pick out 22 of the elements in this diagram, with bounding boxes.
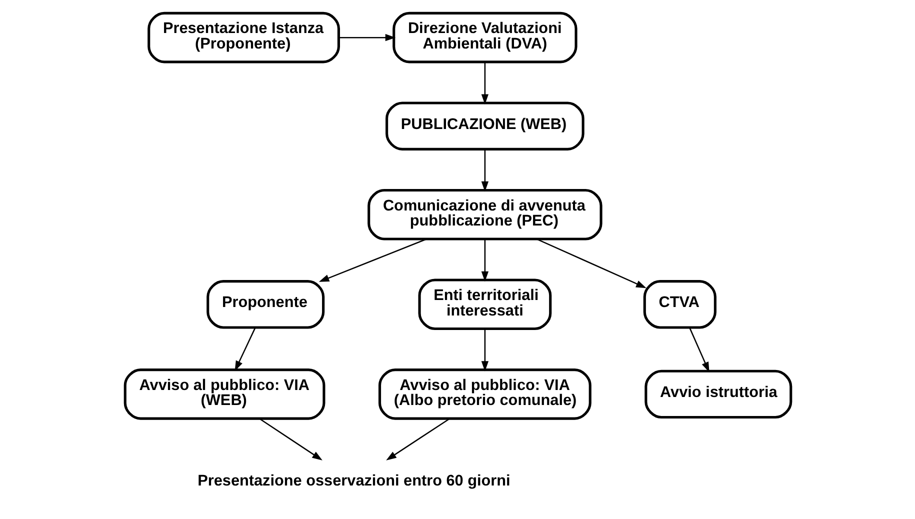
arrow: [386, 418, 450, 460]
node-box: CTVA: [642, 280, 716, 329]
node-box: Avviso al pubblico: VIA (Albo pretorio comunale): [378, 368, 591, 420]
node-box: Avvio istruttoria: [644, 370, 792, 419]
arrow: [480, 150, 488, 192]
arrow: [318, 238, 426, 282]
node-box: Avviso al pubblico: VIA (WEB): [123, 368, 325, 420]
arrow: [234, 327, 256, 372]
arrow: [480, 62, 488, 104]
node-box: Comunicazione di avvenuta pubblicazione (PEC): [367, 188, 602, 240]
arrow: [536, 238, 646, 288]
arrow: [688, 327, 709, 372]
node-box: Enti territoriali interessati: [418, 278, 552, 330]
node-box: Presentazione Istanza (Proponente): [147, 12, 340, 64]
node-box: Proponente: [206, 280, 324, 329]
node-box: PUBLICAZIONE (WEB): [385, 102, 584, 150]
node-box: Direzione Valutazioni Ambientali (DVA): [392, 12, 577, 64]
arrow: [338, 34, 396, 42]
arrow: [480, 239, 488, 282]
node-text: Presentazione osservazioni entro 60 giorni: [197, 472, 510, 490]
arrow: [480, 329, 488, 372]
arrow: [258, 418, 322, 460]
